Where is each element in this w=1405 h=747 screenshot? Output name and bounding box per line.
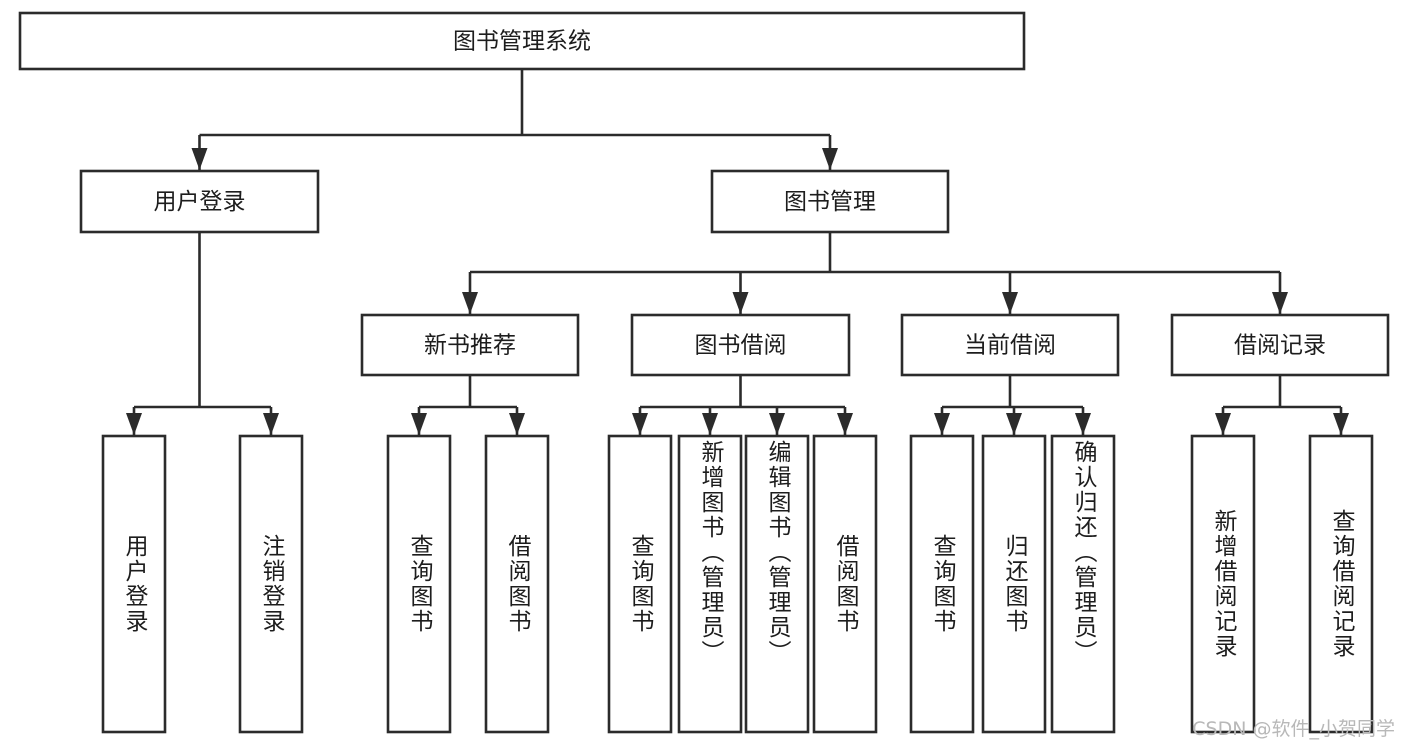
level3-node-1-rect[interactable] [630, 313, 851, 377]
leaf-node-11-rect[interactable] [1190, 434, 1256, 734]
level3-node-1[interactable]: 图书借阅 [630, 313, 851, 377]
leaf-node-4[interactable] [607, 434, 673, 734]
arrowhead-icon [509, 413, 525, 435]
leaf-node-6-rect[interactable] [744, 434, 810, 734]
arrowhead-icon [462, 292, 478, 314]
arrowhead-icon [1215, 413, 1231, 435]
leaf-node-5[interactable] [677, 434, 743, 734]
arrowhead-icon [411, 413, 427, 435]
leaf-node-7[interactable] [812, 434, 878, 734]
level3-node-1-label: 图书借阅 [695, 333, 787, 359]
level2-node-1-rect[interactable] [710, 169, 950, 234]
arrowhead-icon [702, 413, 718, 435]
level3-node-2-rect[interactable] [900, 313, 1120, 377]
arrowhead-icon [1333, 413, 1349, 435]
arrowhead-icon [934, 413, 950, 435]
arrowhead-icon [822, 148, 838, 170]
leaf-node-12[interactable] [1308, 434, 1374, 734]
level3-node-0-rect[interactable] [360, 313, 580, 377]
connector-layer [126, 69, 1349, 435]
level2-node-0[interactable]: 用户登录 [79, 169, 320, 234]
level2-node-0-label: 用户登录 [154, 189, 246, 215]
leaf-node-8-rect[interactable] [909, 434, 975, 734]
level3-node-0-label: 新书推荐 [424, 333, 516, 359]
level2-node-1[interactable]: 图书管理 [710, 169, 950, 234]
leaf-node-1[interactable] [238, 434, 304, 734]
arrowhead-icon [632, 413, 648, 435]
leaf-node-10[interactable] [1050, 434, 1116, 734]
root-node-book-management-system-label: 图书管理系统 [453, 29, 591, 55]
leaf-node-10-rect[interactable] [1050, 434, 1116, 734]
watermark: CSDN @软件_小贺同学 [1192, 718, 1395, 740]
leaf-node-6[interactable] [744, 434, 810, 734]
level3-node-0[interactable]: 新书推荐 [360, 313, 580, 377]
level3-node-2-label: 当前借阅 [964, 333, 1056, 359]
leaf-node-2-rect[interactable] [386, 434, 452, 734]
leaf-node-3[interactable] [484, 434, 550, 734]
arrowhead-icon [263, 413, 279, 435]
leaf-node-0[interactable] [101, 434, 167, 734]
leaf-node-4-rect[interactable] [607, 434, 673, 734]
leaf-node-7-rect[interactable] [812, 434, 878, 734]
leaf-node-8[interactable] [909, 434, 975, 734]
root-node-book-management-system[interactable]: 图书管理系统 [18, 11, 1026, 71]
level3-node-2[interactable]: 当前借阅 [900, 313, 1120, 377]
level3-node-3-label: 借阅记录 [1234, 333, 1326, 359]
leaf-node-2[interactable] [386, 434, 452, 734]
level2-node-0-rect[interactable] [79, 169, 320, 234]
arrowhead-icon [769, 413, 785, 435]
leaf-node-11[interactable] [1190, 434, 1256, 734]
leaf-node-3-rect[interactable] [484, 434, 550, 734]
leaf-node-9[interactable] [981, 434, 1047, 734]
leaf-node-12-rect[interactable] [1308, 434, 1374, 734]
level3-node-3-rect[interactable] [1170, 313, 1390, 377]
arrowhead-icon [1075, 413, 1091, 435]
root-node-book-management-system-rect[interactable] [18, 11, 1026, 71]
arrowhead-icon [1006, 413, 1022, 435]
leaf-node-9-rect[interactable] [981, 434, 1047, 734]
level2-node-1-label: 图书管理 [784, 189, 876, 215]
arrowhead-icon [191, 148, 208, 170]
arrowhead-icon [126, 413, 142, 435]
arrowhead-icon [1002, 292, 1018, 314]
leaf-node-5-rect[interactable] [677, 434, 743, 734]
arrowhead-icon [837, 413, 853, 435]
level3-node-3[interactable]: 借阅记录 [1170, 313, 1390, 377]
arrowhead-icon [732, 292, 749, 314]
leaf-node-1-rect[interactable] [238, 434, 304, 734]
leaf-node-0-rect[interactable] [101, 434, 167, 734]
arrowhead-icon [1272, 292, 1288, 314]
